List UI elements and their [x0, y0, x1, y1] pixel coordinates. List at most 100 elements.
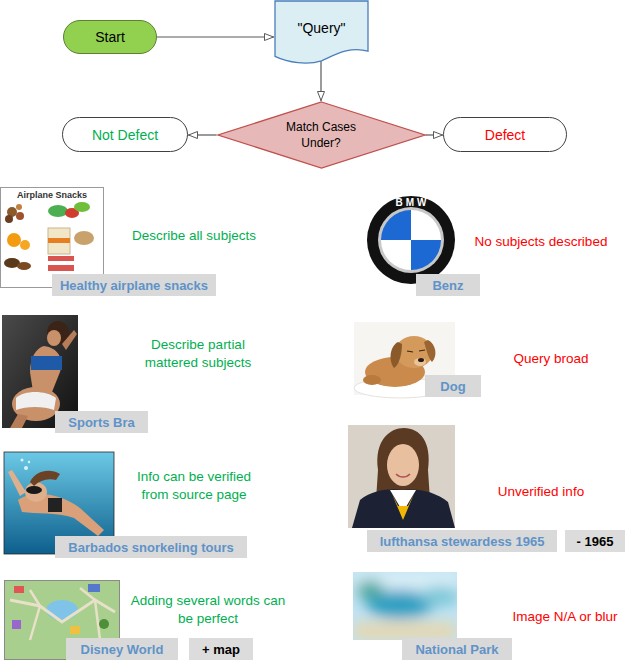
- stewardess-photo-part: [352, 489, 455, 528]
- sports-photo-part: [16, 392, 56, 410]
- node-text-group: Start: [95, 29, 125, 45]
- snacks-photo-part: [17, 262, 31, 270]
- snacks-photo-part: [20, 240, 30, 250]
- sports-photo-part: [10, 414, 28, 428]
- node-text-group: "Query": [297, 20, 345, 36]
- bmw-logo-part: [411, 240, 441, 270]
- snorkel-photo-part: [25, 482, 47, 502]
- logo-text: BMW: [393, 196, 430, 209]
- node-text-group: Match Cases Under?: [279, 119, 363, 151]
- flow-arrow: [188, 134, 217, 135]
- decision-diamond: Match Cases Under?: [217, 101, 426, 169]
- snacks-photo-part: [48, 261, 74, 265]
- dog-photo-part: [419, 350, 425, 351]
- park-map-part: [80, 588, 100, 640]
- snacks-photo-part: [5, 215, 13, 223]
- node-label: Sports Bra: [68, 415, 134, 430]
- park-map-part: [70, 626, 80, 634]
- snacks-photo-part: [48, 228, 70, 254]
- case-note: Unverified info: [498, 483, 584, 501]
- diamond-outline: [217, 101, 426, 169]
- stewardess-photo-part: [387, 444, 419, 486]
- park-map-part: [30, 590, 40, 640]
- bmw-logo-part: [378, 207, 444, 273]
- stewardess-photo-part: [348, 425, 455, 528]
- image-caption: Healthy airplane snacks: [52, 274, 216, 296]
- node-text-group: lufthansa stewardess 1965: [380, 534, 545, 549]
- image-caption: Benz: [416, 274, 480, 296]
- case-note: Describe all subjects: [132, 227, 256, 245]
- snacks-photo-part: [16, 204, 22, 210]
- dog-photo-part: [414, 358, 426, 366]
- node-text-group: Dog: [440, 379, 465, 394]
- bmw-logo: [367, 196, 455, 284]
- start-terminal: Start: [63, 20, 157, 54]
- document-outline: [275, 1, 368, 63]
- snorkel-photo-part: [30, 471, 60, 486]
- result-terminal: Defect: [443, 117, 567, 152]
- node-label: "Query": [297, 20, 345, 36]
- case-note: Adding several words can be perfect: [130, 592, 286, 628]
- stewardess-photo-part: [392, 494, 414, 520]
- snorkel-photo-part: [48, 498, 62, 512]
- snacks-photo-part: [16, 212, 24, 220]
- case-note: Describe partial mattered subjects: [132, 336, 264, 372]
- flow-arrow: [320, 61, 321, 101]
- case-note: No subjects described: [475, 233, 608, 251]
- sports-photo-part: [31, 356, 62, 370]
- stewardess-photo-part: [396, 474, 410, 477]
- sports-photo-part: [62, 330, 77, 350]
- node-label: Disney World: [81, 642, 164, 657]
- image-caption: Dog: [425, 375, 481, 397]
- snacks-photo-part: [74, 231, 94, 245]
- dog-photo-part: [363, 375, 381, 385]
- park-map-part: [10, 600, 115, 622]
- bmw-logo-part: [411, 210, 441, 240]
- node-text-group: + map: [202, 642, 240, 657]
- node-label: Dog: [440, 379, 465, 394]
- node-label: Not Defect: [92, 127, 158, 143]
- node-label: Defect: [485, 127, 525, 143]
- flow-arrow: [157, 36, 274, 37]
- blurred-photo-part: [353, 572, 457, 640]
- query-edit-tag: + map: [189, 638, 253, 660]
- node-label: Healthy airplane snacks: [60, 278, 208, 293]
- snacks-photo-part: [7, 233, 21, 247]
- diamond-outline: [218, 102, 425, 168]
- snorkel-photo-part: [26, 486, 42, 494]
- bmw-logo-part: [367, 196, 455, 284]
- node-label: - 1965: [577, 534, 614, 549]
- case-note: Query broad: [513, 350, 588, 368]
- dog-photo-part: [418, 358, 424, 362]
- park-map-part: [99, 619, 109, 629]
- snacks-photo: [1, 188, 104, 288]
- node-text-group: Disney World: [81, 642, 164, 657]
- node-text-group: Benz: [432, 278, 463, 293]
- node-label: Benz: [432, 278, 463, 293]
- query-document: "Query": [274, 0, 369, 64]
- blurred-photo-part-part: [356, 580, 384, 600]
- snacks-photo-part: [48, 238, 70, 243]
- node-label: Start: [95, 29, 125, 45]
- dog-photo-part: [407, 351, 413, 352]
- snorkel-photo-part: [21, 459, 24, 462]
- image-caption: Barbados snorkeling tours: [55, 536, 247, 558]
- park-map-part: [14, 586, 24, 593]
- dog-photo-part: [424, 340, 435, 362]
- snorkel-photo-part: [24, 466, 28, 470]
- stewardess-photo-part: [376, 428, 430, 500]
- snorkel-photo-part: [28, 461, 30, 463]
- case-note: Image N/A or blur: [512, 608, 617, 626]
- bmw-logo-part: [381, 240, 411, 270]
- image-caption: National Park: [402, 638, 512, 660]
- node-text-group: Sports Bra: [68, 415, 134, 430]
- query-edit-tag: - 1965: [565, 530, 625, 552]
- case-note: Info can be verified from source page: [124, 468, 264, 504]
- dog-photo-part: [391, 342, 402, 368]
- node-label: lufthansa stewardess 1965: [380, 534, 545, 549]
- node-label: + map: [202, 642, 240, 657]
- sports-photo-part: [47, 330, 61, 346]
